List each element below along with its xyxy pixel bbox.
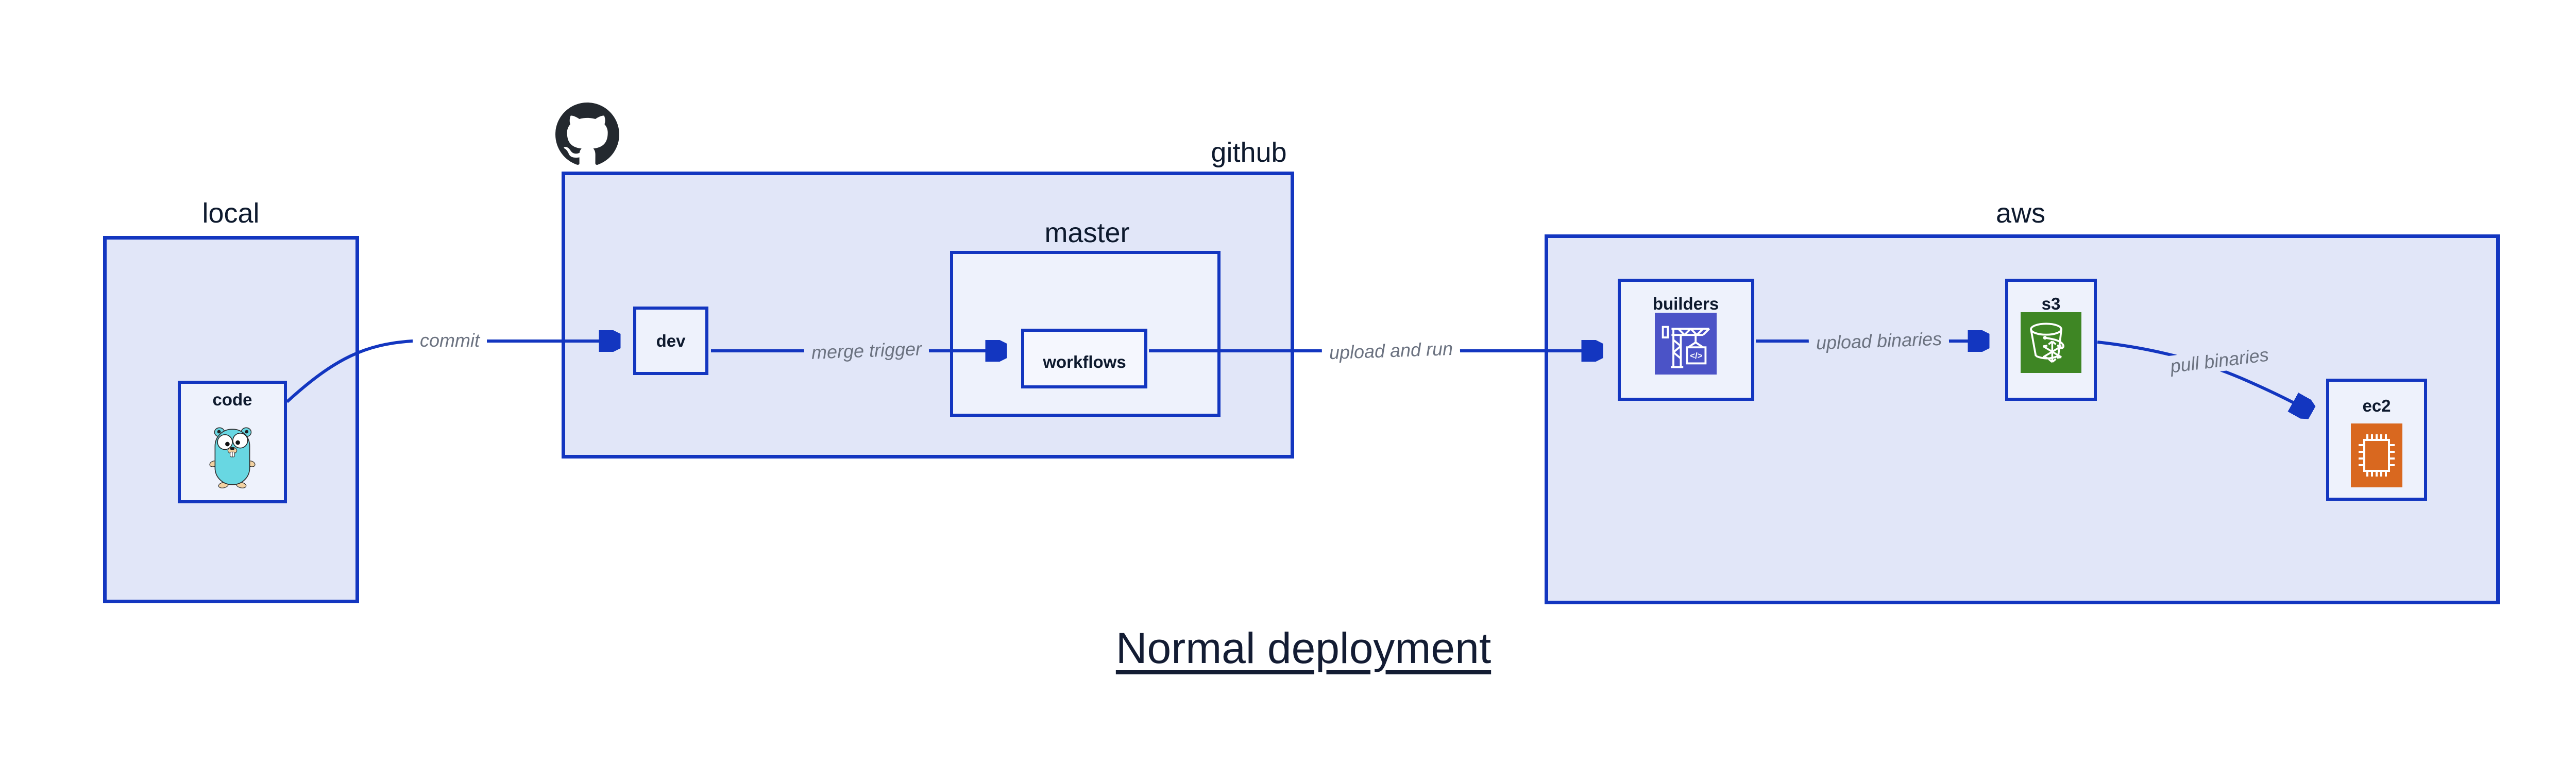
ec2-chip-icon [2351, 423, 2402, 487]
s3-node-label: s3 [2041, 294, 2061, 313]
codebuild-icon-code-glyph: </> [1690, 351, 1702, 361]
code-node-label: code [212, 390, 252, 409]
diagram-title: Normal deployment [1115, 624, 1492, 672]
upload-and-run-edge-label: upload and run [1321, 337, 1461, 364]
master-group-label: master [1044, 217, 1130, 248]
dev-node-box [633, 307, 708, 375]
workflows-node-label: workflows [1043, 352, 1126, 371]
github-octocat-logo-icon [555, 103, 619, 166]
ec2-node-label: ec2 [2362, 396, 2391, 415]
github-group-label: github [1211, 137, 1287, 168]
commit-edge-label: commit [413, 330, 487, 351]
workflows-node-box [1021, 329, 1147, 388]
merge-trigger-edge-label: merge trigger [804, 337, 929, 364]
dev-node-label: dev [656, 331, 686, 350]
go-gopher-icon [208, 423, 257, 489]
s3-glacier-bucket-icon [2021, 312, 2081, 373]
local-group-label: local [202, 198, 260, 229]
builders-node-label: builders [1652, 294, 1719, 313]
aws-group-label: aws [1995, 198, 2046, 229]
codebuild-crane-icon: </> [1655, 313, 1717, 375]
builders-node-box [1618, 279, 1754, 401]
